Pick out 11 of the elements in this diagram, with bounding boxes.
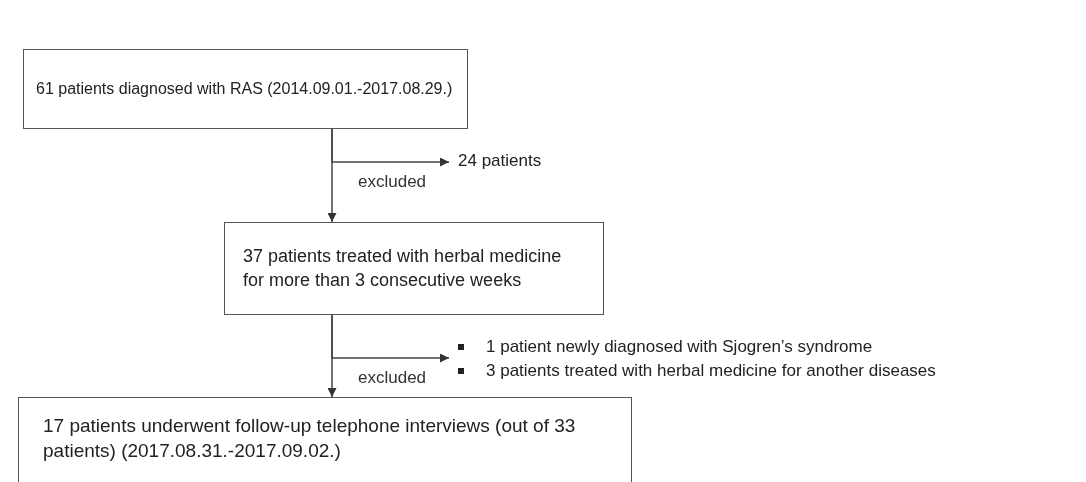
box-text: 37 patients treated with herbal medicine for more than 3 consecutive weeks bbox=[243, 245, 563, 292]
excluded-count: 24 patients bbox=[458, 150, 543, 172]
exclusion-reason: 1 patient newly diagnosed with Sjogren’s syndrome bbox=[486, 336, 873, 358]
exclusion-reason: 3 patients treated with herbal medicine for another diseases bbox=[486, 360, 936, 383]
arrow bbox=[331, 314, 450, 363]
process-box bbox=[18, 397, 632, 482]
process-box bbox=[23, 49, 468, 129]
process-box bbox=[224, 222, 604, 315]
box-text: 17 patients underwent follow-up telephone interviews (out of 33 patients) (2017.08.31.-2017.09.02.) bbox=[43, 413, 577, 463]
box-text: 61 patients diagnosed with RAS (2014.09.01.-2017.08.29.) bbox=[36, 78, 454, 99]
arrow bbox=[331, 128, 450, 167]
